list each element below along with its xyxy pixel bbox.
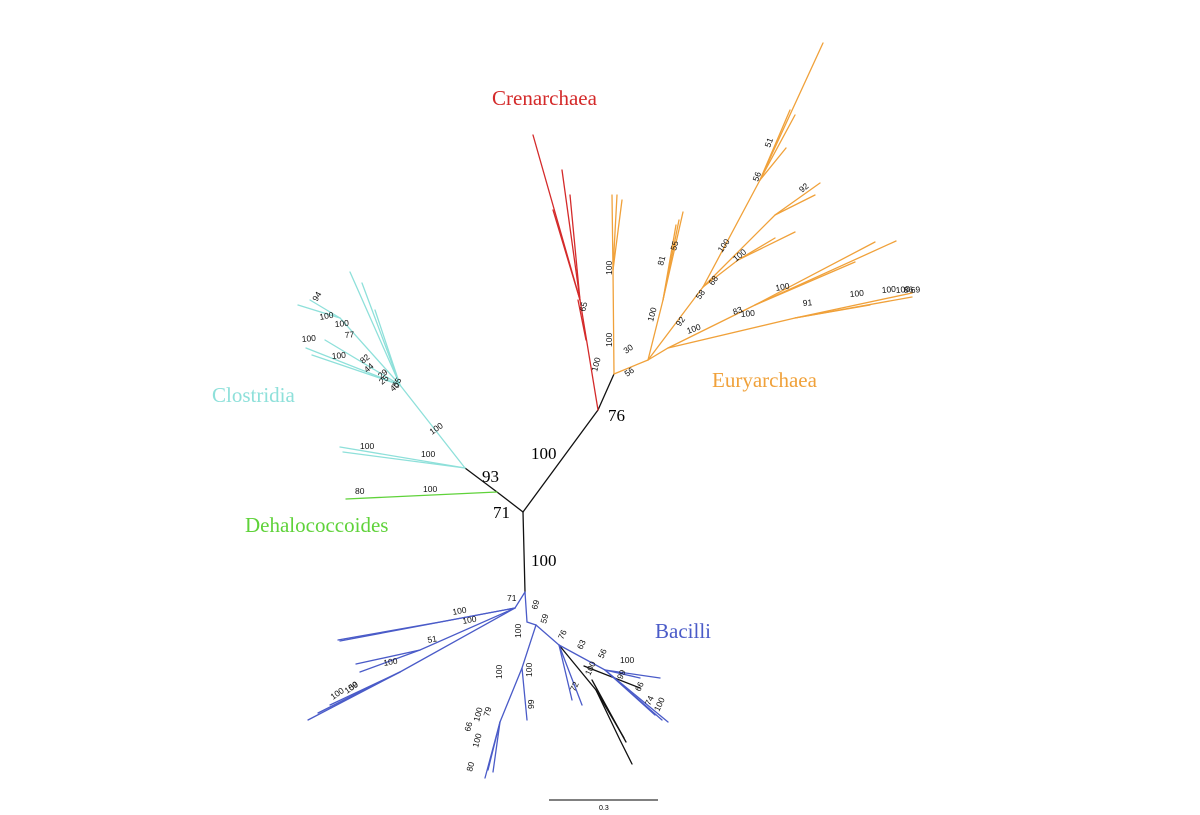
major-support-values: 100 76 93 71 100 xyxy=(482,406,625,570)
support-value-bacilli: 100 xyxy=(471,706,484,723)
support-value-bacilli: 99 xyxy=(526,699,536,709)
support-value-euryarchaea: 100 xyxy=(604,333,614,347)
support-value-euryarchaea: 69 xyxy=(910,284,921,295)
support-value-euryarchaea: 100 xyxy=(645,306,658,323)
support-value-euryarchaea: 83 xyxy=(731,304,744,317)
support-value-clostridia: 100 xyxy=(319,310,335,322)
support-value-bacilli: 79 xyxy=(481,706,493,718)
support-dehalococcoides-node: 71 xyxy=(493,503,510,522)
support-value-euryarchaea: 30 xyxy=(621,342,635,356)
support-archaea-stem: 100 xyxy=(531,444,557,463)
support-value-euryarchaea: 100 xyxy=(685,322,702,336)
scale-bar: 0.3 xyxy=(549,799,658,812)
support-value-euryarchaea: 100 xyxy=(740,308,755,319)
support-value-euryarchaea: 100 xyxy=(604,261,614,275)
support-value-bacilli: 100 xyxy=(383,656,399,668)
support-value-clostridia: 100 xyxy=(301,333,316,344)
support-value-euryarchaea: 58 xyxy=(693,287,707,301)
support-value-euryarchaea: 100 xyxy=(715,237,731,255)
bacilli-branches xyxy=(307,591,669,779)
support-value-bacilli: 100 xyxy=(452,605,468,617)
support-value-euryarchaea: 55 xyxy=(668,240,680,252)
support-value-bacilli: 100 xyxy=(583,660,598,677)
support-value-bacilli: 100 xyxy=(494,665,504,679)
support-value-crenarchaea: 100 xyxy=(589,356,602,373)
support-clostridia-node: 93 xyxy=(482,467,499,486)
clade-label-euryarchaea: Euryarchaea xyxy=(712,368,818,392)
support-value-bacilli: 99 xyxy=(615,668,628,681)
support-value-clostridia: 100 xyxy=(331,350,346,361)
clostridia-branches xyxy=(297,271,466,469)
support-value-bacilli: 51 xyxy=(427,633,438,645)
support-value-euryarchaea: 81 xyxy=(655,255,667,267)
support-value-bacilli: 100 xyxy=(524,663,534,677)
support-value-bacilli: 59 xyxy=(538,613,550,625)
support-value-bacilli: 71 xyxy=(507,593,517,603)
euryarchaea-branches xyxy=(611,42,913,375)
support-value-clostridia: 94 xyxy=(310,290,324,303)
clade-label-bacilli: Bacilli xyxy=(655,619,711,643)
support-value-euryarchaea: 51 xyxy=(762,136,775,149)
support-value-bacilli: 63 xyxy=(575,638,588,651)
support-value-euryarchaea: 56 xyxy=(750,170,763,183)
crenarchaea-branches xyxy=(532,134,599,411)
support-euryarchaea-node: 76 xyxy=(608,406,625,425)
clade-label-dehalococcoides: Dehalococcoides xyxy=(245,513,388,537)
support-value-euryarchaea: 100 xyxy=(881,284,896,295)
support-value-dehalococcoides: 100 xyxy=(423,484,437,494)
clade-label-crenarchaea: Crenarchaea xyxy=(492,86,598,110)
support-value-clostridia: 100 xyxy=(360,441,374,451)
support-value-euryarchaea: 92 xyxy=(797,181,811,195)
support-value-crenarchaea: 65 xyxy=(577,301,589,313)
support-value-bacilli: 76 xyxy=(556,628,569,641)
clade-labels: Crenarchaea Euryarchaea Clostridia Dehal… xyxy=(212,86,818,643)
support-value-euryarchaea: 86 xyxy=(903,284,914,295)
dehalococcoides-branches xyxy=(345,491,498,500)
clade-label-clostridia: Clostridia xyxy=(212,383,296,407)
support-value-bacilli: 74 xyxy=(643,694,656,707)
support-bacilli-stem: 100 xyxy=(531,551,557,570)
support-value-clostridia: 77 xyxy=(344,329,355,340)
support-value-euryarchaea: 100 xyxy=(775,281,791,293)
support-value-clostridia: 100 xyxy=(421,449,435,459)
support-value-bacilli: 69 xyxy=(529,599,541,611)
support-value-bacilli: 80 xyxy=(464,761,476,773)
support-value-euryarchaea: 100 xyxy=(849,288,864,299)
support-value-bacilli: 100 xyxy=(620,655,634,665)
support-value-euryarchaea: 91 xyxy=(802,297,813,308)
support-value-clostridia: 55 xyxy=(390,376,404,389)
support-value-bacilli: 100 xyxy=(513,624,523,638)
support-value-bacilli: 72 xyxy=(568,680,581,693)
support-value-dehalococcoides: 80 xyxy=(355,486,365,496)
scale-bar-label: 0.3 xyxy=(599,805,609,812)
support-value-bacilli: 66 xyxy=(633,680,646,693)
support-value-bacilli: 100 xyxy=(470,732,483,749)
support-value-bacilli: 66 xyxy=(462,721,474,733)
support-value-bacilli: 100 xyxy=(462,614,478,626)
support-value-euryarchaea: 100 xyxy=(895,284,910,295)
support-value-clostridia: 100 xyxy=(334,318,349,329)
support-value-bacilli: 56 xyxy=(596,647,609,660)
support-value-euryarchaea: 100 xyxy=(731,247,749,264)
support-value-euryarchaea: 56 xyxy=(622,365,636,379)
